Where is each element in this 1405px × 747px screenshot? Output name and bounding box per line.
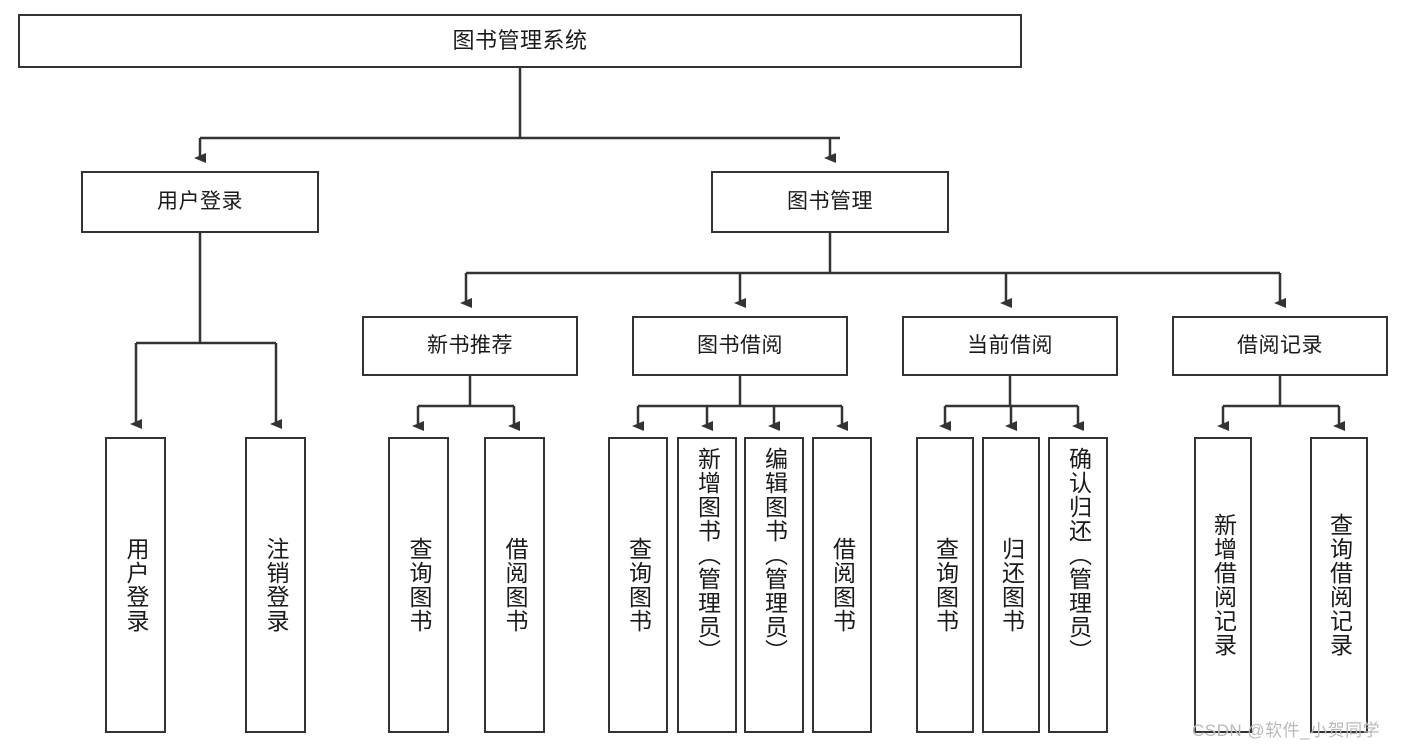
node-leaf-query-borrow-record[interactable]: 查询借阅记录: [1310, 437, 1368, 733]
node-leaf-query-book-recommend-label: 查询图书: [406, 537, 432, 633]
node-leaf-borrow-book-recommend-label: 借阅图书: [502, 537, 528, 633]
node-new-book-recommend[interactable]: 新书推荐: [362, 316, 578, 376]
node-leaf-query-book-borrow[interactable]: 查询图书: [608, 437, 668, 733]
node-leaf-return-book-label: 归还图书: [998, 537, 1025, 633]
node-book-borrow[interactable]: 图书借阅: [632, 316, 848, 376]
node-book-management[interactable]: 图书管理: [711, 171, 949, 233]
node-leaf-user-login[interactable]: 用户登录: [105, 437, 166, 733]
node-root-label: 图书管理系统: [452, 28, 588, 54]
csdn-watermark: CSDN @软件_小贺同学: [1192, 721, 1381, 740]
node-borrow-record[interactable]: 借阅记录: [1172, 316, 1388, 376]
node-leaf-query-book-current-label: 查询图书: [932, 537, 959, 633]
node-borrow-record-label: 借阅记录: [1237, 333, 1323, 357]
node-leaf-query-book-current[interactable]: 查询图书: [916, 437, 974, 733]
node-leaf-borrow-book-recommend[interactable]: 借阅图书: [484, 437, 545, 733]
node-leaf-add-borrow-record[interactable]: 新增借阅记录: [1194, 437, 1252, 733]
node-leaf-borrow-book[interactable]: 借阅图书: [812, 437, 872, 733]
node-book-management-label: 图书管理: [787, 189, 873, 213]
node-leaf-logout-login[interactable]: 注销登录: [245, 437, 306, 733]
node-new-book-recommend-label: 新书推荐: [427, 333, 513, 357]
node-leaf-add-book-admin[interactable]: 新增图书（管理员）: [677, 437, 737, 733]
node-user-login-label: 用户登录: [157, 189, 243, 213]
node-leaf-edit-book-admin[interactable]: 编辑图书（管理员）: [744, 437, 804, 733]
node-user-login[interactable]: 用户登录: [81, 171, 319, 233]
node-leaf-logout-login-label: 注销登录: [263, 537, 289, 633]
node-leaf-return-book[interactable]: 归还图书: [982, 437, 1040, 733]
node-leaf-edit-book-admin-label: 编辑图书（管理员）: [761, 447, 788, 663]
node-leaf-query-book-recommend[interactable]: 查询图书: [388, 437, 449, 733]
node-leaf-confirm-return-admin-label: 确认归还（管理员）: [1065, 447, 1092, 663]
node-leaf-query-borrow-record-label: 查询借阅记录: [1326, 513, 1353, 657]
node-leaf-query-book-borrow-label: 查询图书: [625, 537, 652, 633]
node-leaf-borrow-book-label: 借阅图书: [829, 537, 856, 633]
node-book-borrow-label: 图书借阅: [697, 333, 783, 357]
node-current-borrow-label: 当前借阅: [967, 333, 1053, 357]
node-leaf-add-book-admin-label: 新增图书（管理员）: [694, 447, 721, 663]
node-current-borrow[interactable]: 当前借阅: [902, 316, 1118, 376]
node-leaf-confirm-return-admin[interactable]: 确认归还（管理员）: [1048, 437, 1108, 733]
node-root-system[interactable]: 图书管理系统: [18, 14, 1022, 68]
node-leaf-user-login-label: 用户登录: [123, 537, 149, 633]
node-leaf-add-borrow-record-label: 新增借阅记录: [1210, 513, 1237, 657]
